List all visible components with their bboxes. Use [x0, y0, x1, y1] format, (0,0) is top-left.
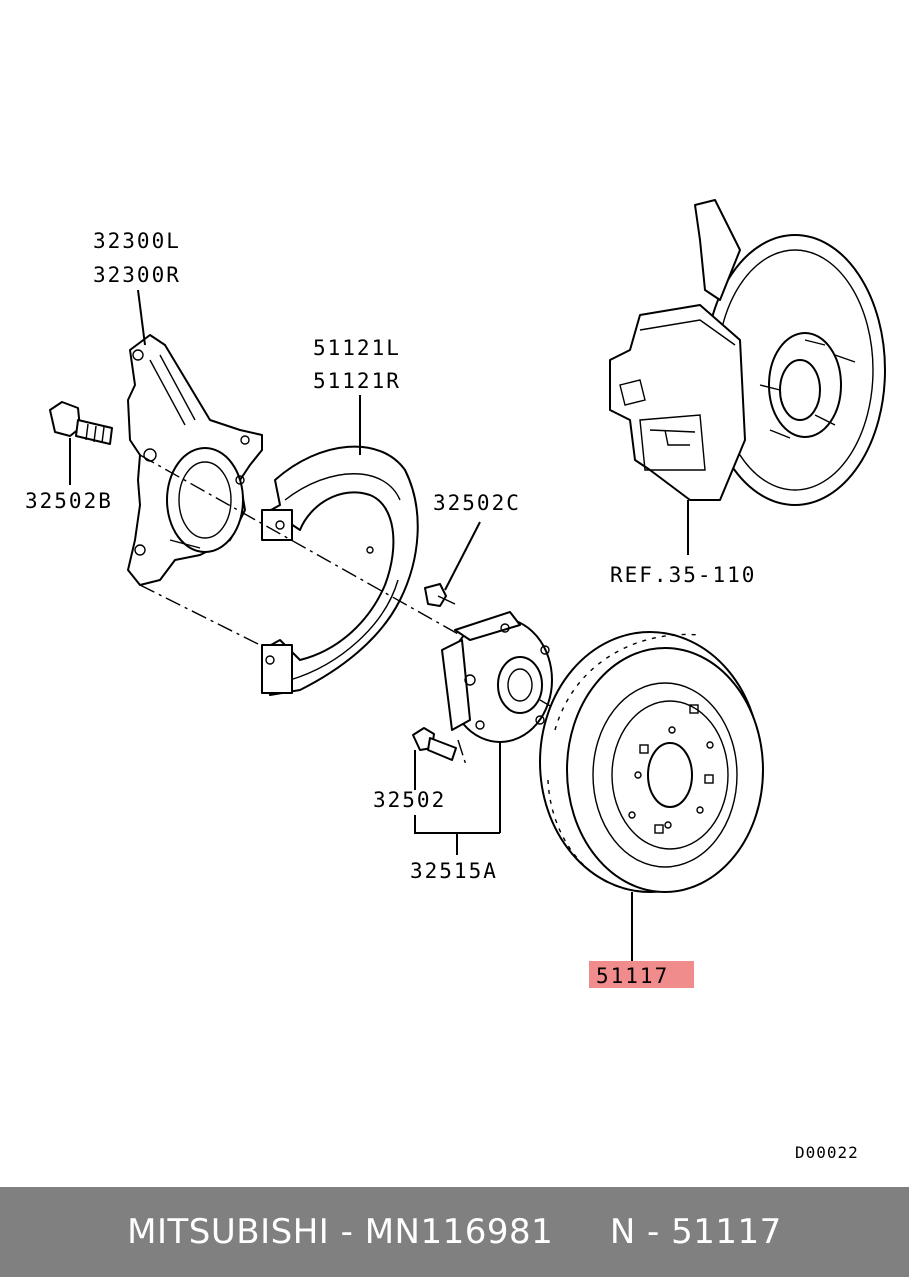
footer-gap — [553, 1212, 610, 1252]
part-info-footer: MITSUBISHI - MN116981 N - 51117 — [0, 1187, 909, 1277]
shield-bolt-label: 32502C — [433, 491, 521, 515]
hub-bolt — [412, 727, 457, 761]
diagram-code: D00022 — [795, 1143, 859, 1162]
brake-disc — [539, 631, 764, 893]
dust-shield-left-label: 51121L — [313, 336, 401, 360]
hub-assembly — [441, 611, 553, 743]
n-prefix: N — [609, 1212, 636, 1252]
hub-bolt-label: 32502 — [373, 788, 446, 812]
parts-diagram: REF.35-110 32300L 32300R 32502B 5 — [25, 199, 886, 1162]
part-number: MN116981 — [364, 1212, 554, 1252]
shield-bolt — [424, 583, 456, 607]
brand-name: MITSUBISHI — [127, 1212, 330, 1252]
footer-separator-2: - — [635, 1212, 672, 1252]
knuckle-bolt-label: 32502B — [25, 489, 113, 513]
reference-label: REF.35-110 — [610, 563, 756, 587]
footer-separator: - — [329, 1212, 365, 1252]
knuckle-right-label: 32300R — [93, 263, 181, 287]
dust-shield — [261, 445, 419, 696]
steering-knuckle — [127, 334, 263, 586]
knuckle-bolt — [49, 401, 113, 445]
diagram-number: 51117 — [671, 1212, 782, 1252]
brake-disc-label: 51117 — [596, 964, 669, 988]
hub-assembly-label: 32515A — [410, 859, 498, 883]
caliper-assembly-reference — [609, 199, 886, 555]
knuckle-left-label: 32300L — [93, 229, 181, 253]
dust-shield-right-label: 51121R — [313, 369, 401, 393]
brake-disc-highlight — [589, 961, 694, 988]
